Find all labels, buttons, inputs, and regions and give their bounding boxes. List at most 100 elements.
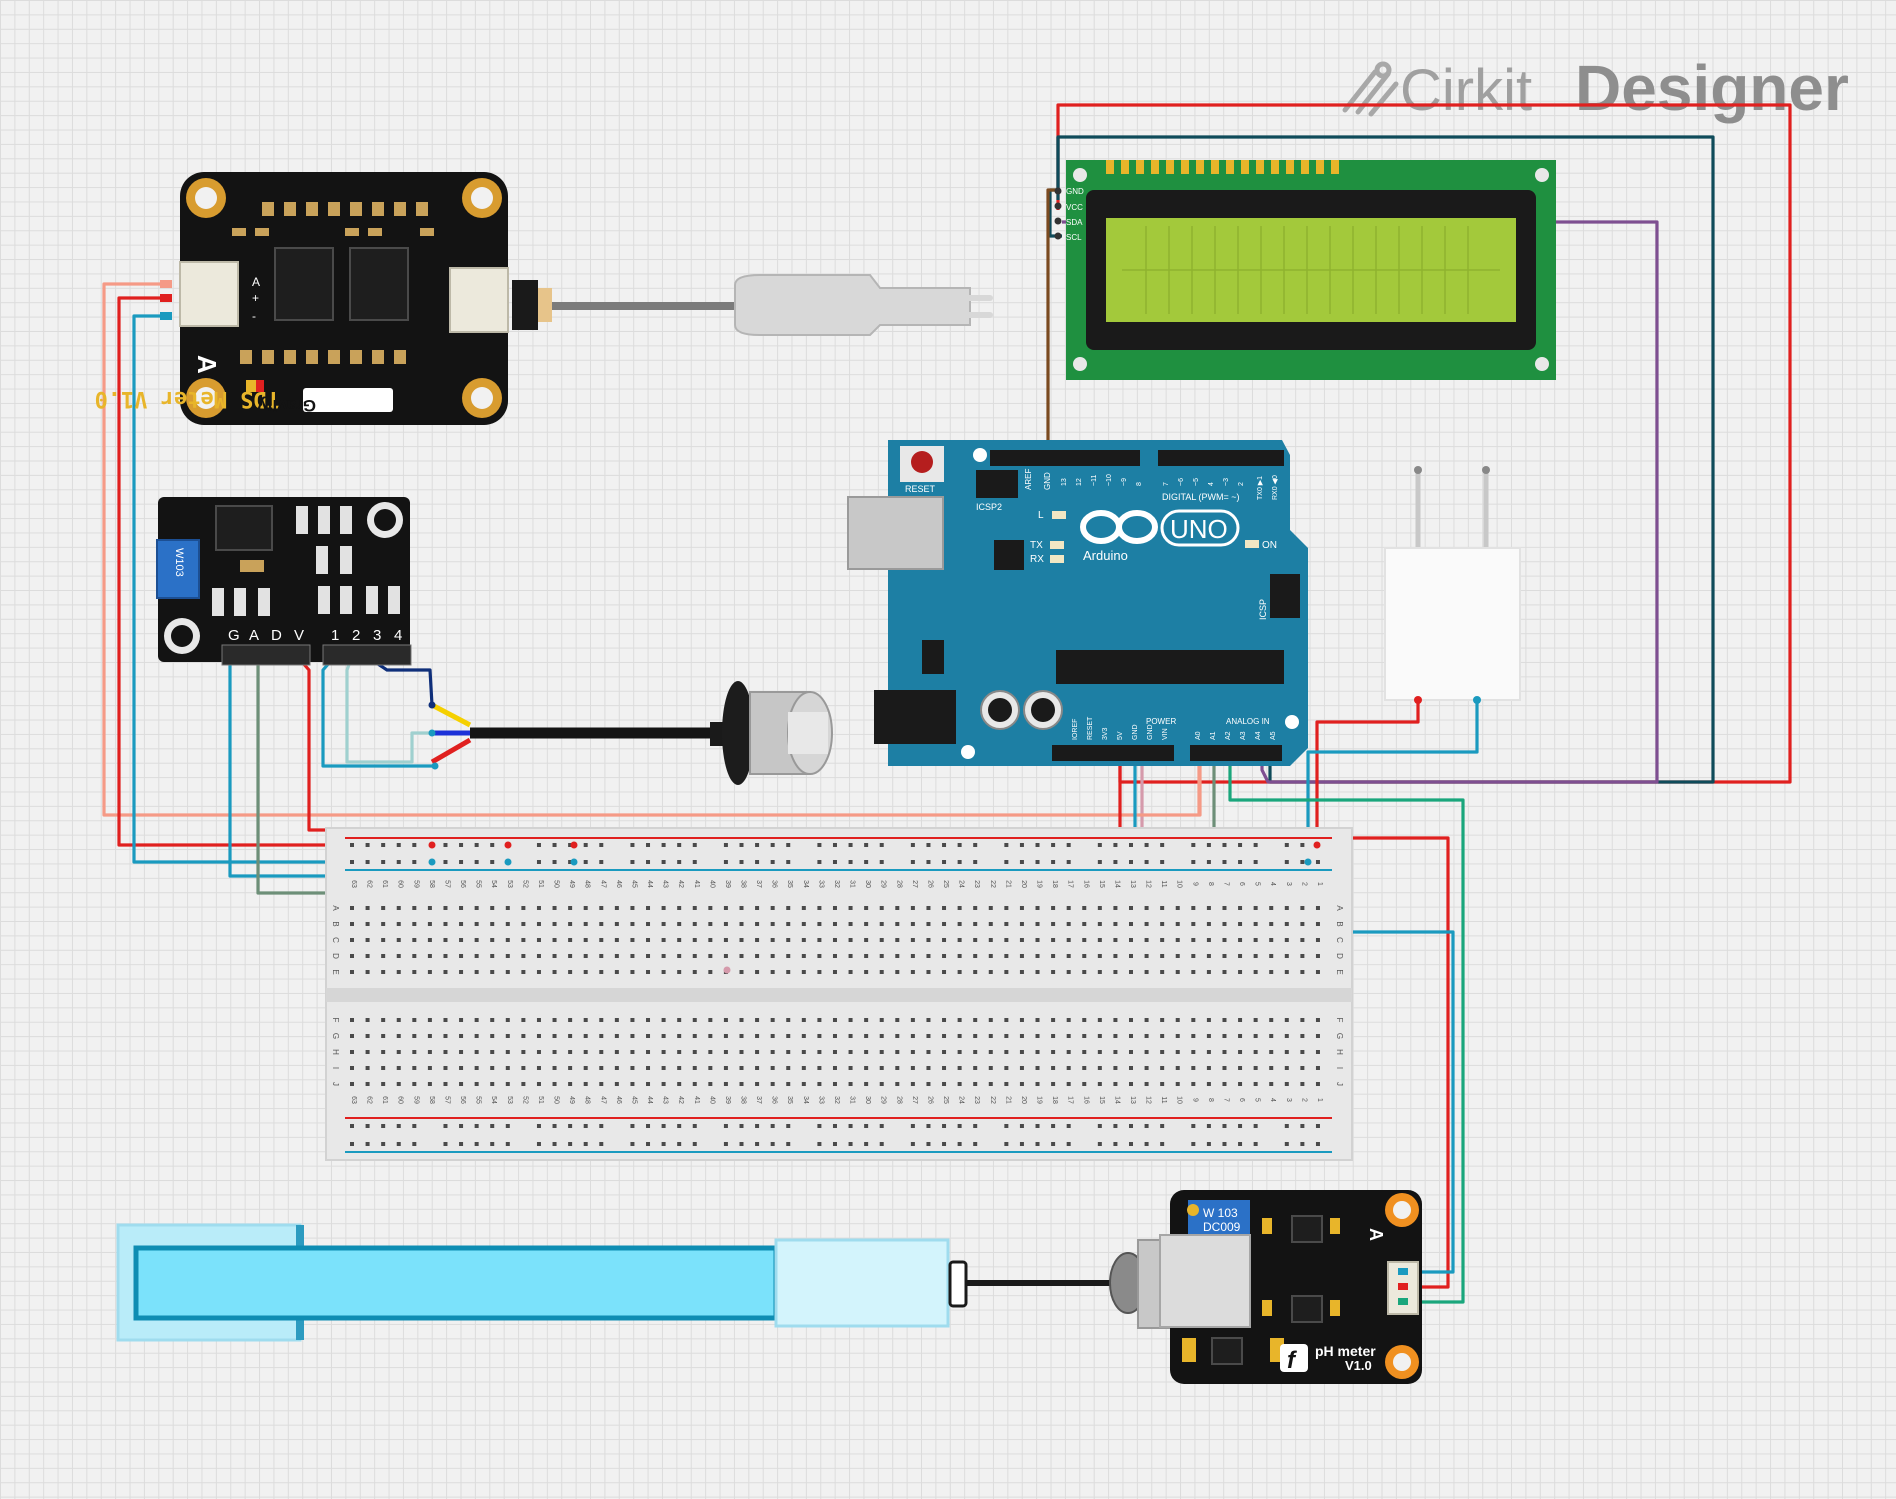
breadboard-hole[interactable] xyxy=(1019,1082,1024,1086)
breadboard-hole[interactable] xyxy=(864,970,869,974)
breadboard-hole[interactable] xyxy=(770,970,775,974)
breadboard-hole[interactable] xyxy=(365,954,370,958)
breadboard-hole[interactable] xyxy=(770,1082,775,1086)
turbidity-header-pins[interactable] xyxy=(221,644,412,666)
breadboard-hole[interactable] xyxy=(443,922,448,926)
breadboard-hole[interactable] xyxy=(1082,970,1087,974)
breadboard-hole[interactable] xyxy=(521,938,526,942)
breadboard-hole[interactable] xyxy=(365,922,370,926)
breadboard-hole[interactable] xyxy=(443,938,448,942)
breadboard-hole[interactable] xyxy=(646,938,651,942)
breadboard-hole[interactable] xyxy=(490,1066,495,1070)
breadboard-hole[interactable] xyxy=(1004,954,1009,958)
breadboard-hole[interactable] xyxy=(1004,1066,1009,1070)
breadboard-rail-hole[interactable] xyxy=(1253,843,1258,847)
breadboard-rail-hole[interactable] xyxy=(1019,860,1024,864)
breadboard-hole[interactable] xyxy=(490,1082,495,1086)
breadboard-hole[interactable] xyxy=(350,1018,354,1022)
lcd-pin[interactable] xyxy=(1054,202,1062,210)
breadboard-hole[interactable] xyxy=(1300,1018,1305,1022)
breadboard-hole[interactable] xyxy=(786,906,791,910)
breadboard-rail-hole[interactable] xyxy=(1222,1142,1227,1146)
breadboard-hole[interactable] xyxy=(552,1066,557,1070)
breadboard-hole[interactable] xyxy=(926,1082,931,1086)
breadboard-hole[interactable] xyxy=(692,1034,697,1038)
breadboard-hole[interactable] xyxy=(661,1034,666,1038)
breadboard-hole[interactable] xyxy=(1004,1050,1009,1054)
breadboard-hole[interactable] xyxy=(848,1050,853,1054)
breadboard-hole[interactable] xyxy=(583,906,588,910)
breadboard-hole[interactable] xyxy=(957,954,962,958)
breadboard-rail-hole[interactable] xyxy=(350,860,354,864)
breadboard-hole[interactable] xyxy=(957,1018,962,1022)
breadboard-rail-hole[interactable] xyxy=(942,1142,947,1146)
lcd-display[interactable]: GND VCC SDA SCL xyxy=(1054,160,1557,380)
breadboard-hole[interactable] xyxy=(536,970,541,974)
breadboard-hole[interactable] xyxy=(521,1066,526,1070)
breadboard-hole[interactable] xyxy=(895,1018,900,1022)
breadboard-hole[interactable] xyxy=(1113,906,1118,910)
ph-pin[interactable] xyxy=(1398,1283,1408,1290)
breadboard-hole[interactable] xyxy=(412,1066,417,1070)
breadboard-hole[interactable] xyxy=(552,1050,557,1054)
breadboard-rail-hole[interactable] xyxy=(1300,1142,1305,1146)
ph-pin[interactable] xyxy=(1398,1298,1408,1305)
breadboard-rail-hole[interactable] xyxy=(1160,1124,1165,1128)
breadboard-rail-hole[interactable] xyxy=(739,843,744,847)
breadboard-hole[interactable] xyxy=(1019,954,1024,958)
breadboard-rail-hole[interactable] xyxy=(490,1124,495,1128)
breadboard-hole[interactable] xyxy=(536,1050,541,1054)
tds-pin[interactable] xyxy=(160,312,172,320)
breadboard-hole[interactable] xyxy=(708,922,713,926)
breadboard-hole[interactable] xyxy=(1066,954,1071,958)
breadboard-rail-hole[interactable] xyxy=(568,1142,573,1146)
breadboard-hole[interactable] xyxy=(1284,1066,1289,1070)
breadboard-rail-hole[interactable] xyxy=(817,860,822,864)
breadboard-hole[interactable] xyxy=(568,1066,573,1070)
breadboard-hole[interactable] xyxy=(1019,1050,1024,1054)
breadboard-hole[interactable] xyxy=(770,1034,775,1038)
breadboard-hole[interactable] xyxy=(646,970,651,974)
breadboard-hole[interactable] xyxy=(1191,906,1196,910)
breadboard-hole[interactable] xyxy=(1144,906,1149,910)
breadboard-rail-hole[interactable] xyxy=(973,1124,978,1128)
breadboard-hole[interactable] xyxy=(1206,970,1211,974)
breadboard-hole[interactable] xyxy=(661,1050,666,1054)
breadboard-hole[interactable] xyxy=(630,1082,635,1086)
breadboard-rail-hole[interactable] xyxy=(957,1124,962,1128)
breadboard-hole[interactable] xyxy=(1082,938,1087,942)
breadboard-rail-hole[interactable] xyxy=(910,843,915,847)
breadboard-hole[interactable] xyxy=(365,1050,370,1054)
power-adapter[interactable] xyxy=(1384,466,1521,704)
breadboard-hole[interactable] xyxy=(1191,922,1196,926)
breadboard-hole[interactable] xyxy=(926,1018,931,1022)
breadboard-rail-hole[interactable] xyxy=(770,1142,775,1146)
breadboard-hole[interactable] xyxy=(1175,970,1180,974)
breadboard-rail-hole[interactable] xyxy=(443,843,448,847)
breadboard-hole[interactable] xyxy=(1300,938,1305,942)
breadboard-hole[interactable] xyxy=(568,1050,573,1054)
breadboard-hole[interactable] xyxy=(895,922,900,926)
breadboard-hole[interactable] xyxy=(630,954,635,958)
breadboard-hole[interactable] xyxy=(926,970,931,974)
breadboard-hole[interactable] xyxy=(879,922,884,926)
breadboard-rail-hole[interactable] xyxy=(583,1124,588,1128)
breadboard-hole[interactable] xyxy=(739,1066,744,1070)
breadboard-rail-hole[interactable] xyxy=(723,1142,728,1146)
tds-pin[interactable] xyxy=(160,294,172,302)
breadboard-rail-hole[interactable] xyxy=(1191,860,1196,864)
breadboard-hole[interactable] xyxy=(910,970,915,974)
breadboard-hole[interactable] xyxy=(1097,1018,1102,1022)
breadboard-rail-hole[interactable] xyxy=(1066,860,1071,864)
breadboard-rail-hole[interactable] xyxy=(1315,1142,1320,1146)
breadboard-rail-hole[interactable] xyxy=(677,843,682,847)
breadboard-hole[interactable] xyxy=(1284,906,1289,910)
breadboard-hole[interactable] xyxy=(474,1066,479,1070)
breadboard-hole[interactable] xyxy=(692,970,697,974)
breadboard-hole[interactable] xyxy=(552,906,557,910)
breadboard-hole[interactable] xyxy=(568,906,573,910)
breadboard-hole[interactable] xyxy=(708,1034,713,1038)
breadboard-hole[interactable] xyxy=(505,1018,510,1022)
breadboard-rail-hole[interactable] xyxy=(490,843,495,847)
breadboard-rail-hole[interactable] xyxy=(396,1142,401,1146)
